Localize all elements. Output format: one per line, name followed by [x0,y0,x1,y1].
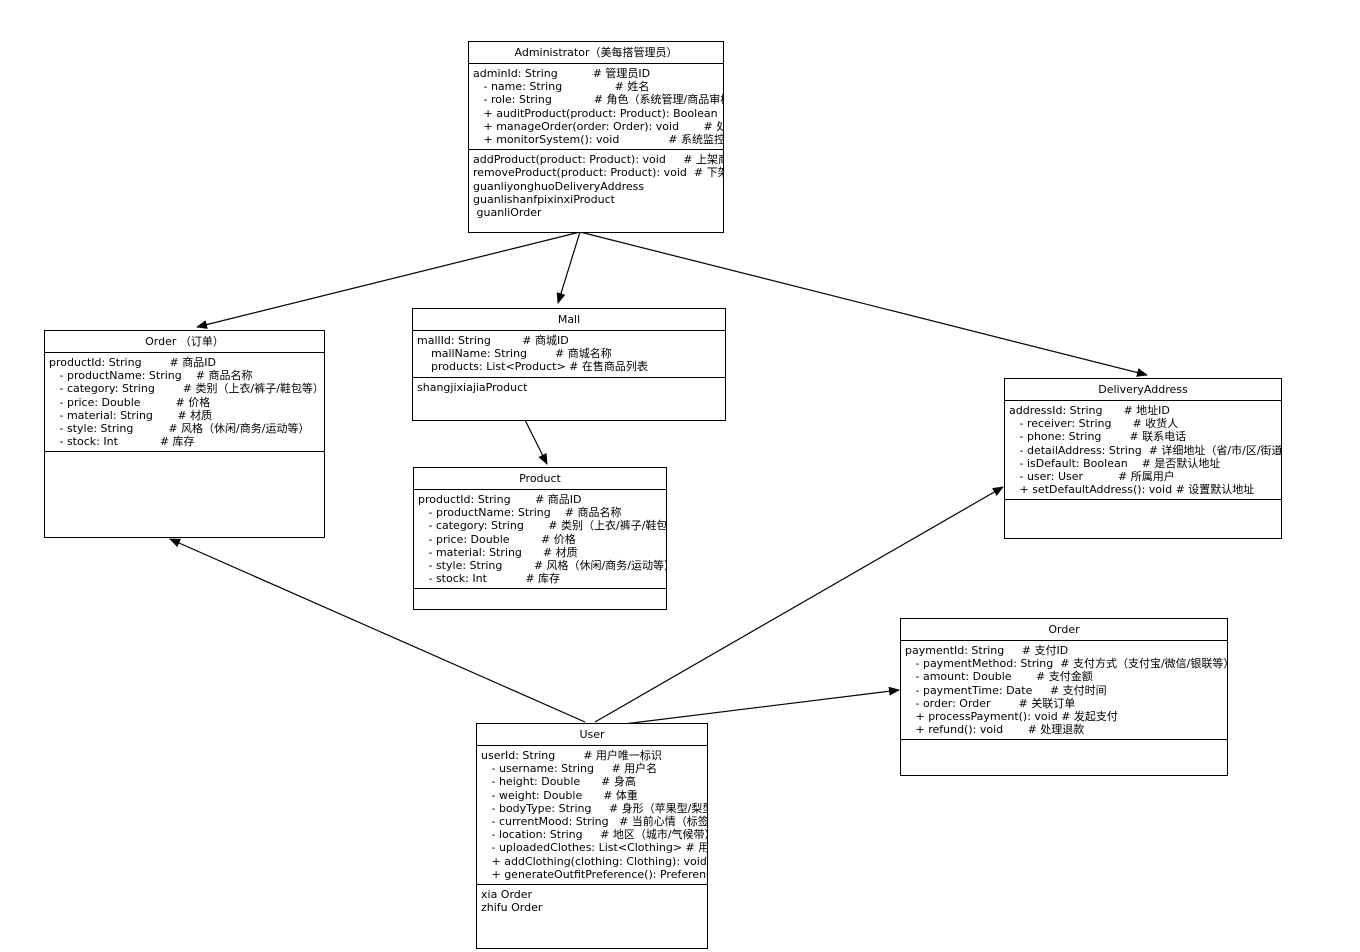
attribute-row: - price: Double # 价格 [49,395,211,409]
attribute-row: mallId: String # 商城ID [417,334,569,347]
attribute-row: - weight: Double # 体重 [481,788,638,802]
operation-row: addProduct(product: Product): void # 上架商… [473,153,723,167]
attribute-row: + auditProduct(product: Product): Boolea… [483,106,718,120]
attribute-row: - currentMood: String # 当前心情（标签化 [481,814,707,828]
class-box-order[interactable]: Order （订单） productId: String # 商品ID - pr… [44,330,325,538]
operation-row: guanliyonghuoDeliveryAddress [473,179,645,193]
class-title-administrator: Administrator（美每搭管理员） [469,42,723,64]
class-attributes-administrator: adminId: String # 管理员ID - name: String #… [469,64,723,149]
attribute-row: + monitorSystem(): void # 系统监控 [473,132,723,146]
edge-user-to-payment-order [607,686,900,727]
attribute-row: - paymentMethod: String # 支付方式（支付宝/微信/银联… [905,657,1227,671]
attribute-row: - category: String # 类别（上衣/裤子/鞋包等） [418,519,666,533]
attribute-row: - name: String # 姓名 [473,80,650,94]
class-box-payment-order[interactable]: Order paymentId: String # 支付ID - payment… [900,618,1228,776]
attribute-row: - detailAddress: String # 详细地址（省/市/区/街道） [1009,443,1281,457]
class-title-payment-order: Order [901,619,1227,641]
attribute-row: - user: User # 所属用户 [1009,469,1175,483]
class-box-delivery-address[interactable]: DeliveryAddress addressId: String # 地址ID… [1004,378,1282,539]
attribute-row: - amount: Double # 支付金额 [905,670,1093,684]
attribute-row: + refund(): void # 处理退款 [905,723,1085,737]
attribute-row: + setDefaultAddress(): void # 设置默认地址 [1009,483,1255,497]
attribute-row: paymentId: String # 支付ID [905,644,1069,657]
attribute-row: addressId: String # 地址ID [1009,404,1170,417]
attribute-row: - height: Double # 身高 [481,775,636,789]
class-attributes-order: productId: String # 商品ID - productName: … [45,353,324,451]
attribute-row: - username: String # 用户名 [481,762,658,776]
attribute-row: - paymentTime: Date # 支付时间 [905,683,1107,697]
attribute-row: adminId: String # 管理员ID [473,67,651,80]
class-box-administrator[interactable]: Administrator（美每搭管理员） adminId: String # … [468,41,724,233]
class-title-order: Order （订单） [45,331,324,353]
attribute-row: - bodyType: String # 身形（苹果型/梨型 [481,801,707,815]
attribute-row: - style: String # 风格（休闲/商务/运动等） [49,421,310,435]
class-operations-order [45,451,324,537]
attribute-row: - productName: String # 商品名称 [418,506,622,520]
attribute-row: - price: Double # 价格 [418,532,576,546]
attribute-row: - order: Order # 关联订单 [905,696,1076,710]
class-operations-user: xia Order zhifu Order [477,883,707,917]
attribute-row: - location: String # 地区（城市/气候带） [481,828,707,842]
attribute-row: productId: String # 商品ID [49,356,216,369]
class-title-mall: Mall [413,309,725,331]
attribute-row: - phone: String # 联系电话 [1009,430,1187,444]
class-title-delivery-address: DeliveryAddress [1005,379,1281,401]
attribute-row: - uploadedClothes: List<Clothing> # 用户自 [481,841,707,855]
class-attributes-user: userId: String # 用户唯一标识 - username: Stri… [477,746,707,884]
attribute-row: + addClothing(clothing: Clothing): void … [491,854,707,868]
class-box-mall[interactable]: Mall mallId: String # 商城ID mallName: Str… [412,308,726,421]
class-attributes-payment-order: paymentId: String # 支付ID - paymentMethod… [901,641,1227,739]
class-box-user[interactable]: User userId: String # 用户唯一标识 - username:… [476,723,708,949]
class-title-product: Product [414,468,666,490]
operation-row: zhifu Order [481,901,543,915]
attribute-row: - material: String # 材质 [49,408,213,422]
attribute-row: - role: String # 角色（系统管理/商品审核/用 [473,93,723,107]
attribute-row: - category: String # 类别（上衣/裤子/鞋包等） [49,382,324,396]
attribute-row: - isDefault: Boolean # 是否默认地址 [1009,456,1221,470]
attribute-row: - receiver: String # 收货人 [1009,417,1179,431]
class-attributes-product: productId: String # 商品ID - productName: … [414,490,666,588]
edge-mall-to-product [524,419,548,465]
operation-row: guanlishanfpixinxiProduct [473,192,615,206]
attribute-row: + manageOrder(order: Order): void # 处理订 [473,119,723,133]
attribute-row: - productName: String # 商品名称 [49,369,253,383]
attribute-row: mallName: String # 商城名称 [417,347,612,361]
attribute-row: products: List<Product> # 在售商品列表 [417,360,648,374]
attribute-row: + processPayment(): void # 发起支付 [905,709,1118,723]
class-attributes-mall: mallId: String # 商城ID mallName: String #… [413,331,725,377]
class-operations-administrator: addProduct(product: Product): void # 上架商… [469,149,723,222]
operation-row: xia Order [481,887,533,901]
operation-row: guanliOrder [473,205,542,219]
attribute-row: - material: String # 材质 [418,545,578,559]
class-operations-product [414,588,666,609]
class-operations-payment-order [901,739,1227,775]
class-operations-delivery-address [1005,499,1281,538]
class-operations-mall: shangjixiajiaProduct [413,376,725,397]
class-box-product[interactable]: Product productId: String # 商品ID - produ… [413,467,667,610]
attribute-row: - stock: Int # 库存 [418,572,561,586]
attribute-row: + generateOutfitPreference(): Preference… [491,867,707,881]
attribute-row: - style: String # 风格（休闲/商务/运动等） [418,558,666,572]
edge-administrator-to-mall [556,231,581,304]
class-title-user: User [477,724,707,746]
operation-row: removeProduct(product: Product): void # … [473,166,723,180]
class-attributes-delivery-address: addressId: String # 地址ID - receiver: Str… [1005,401,1281,499]
operation-row: shangjixiajiaProduct [417,380,528,394]
attribute-row: - stock: Int # 库存 [49,435,195,449]
attribute-row: productId: String # 商品ID [418,493,582,506]
attribute-row: userId: String # 用户唯一标识 [481,749,662,762]
